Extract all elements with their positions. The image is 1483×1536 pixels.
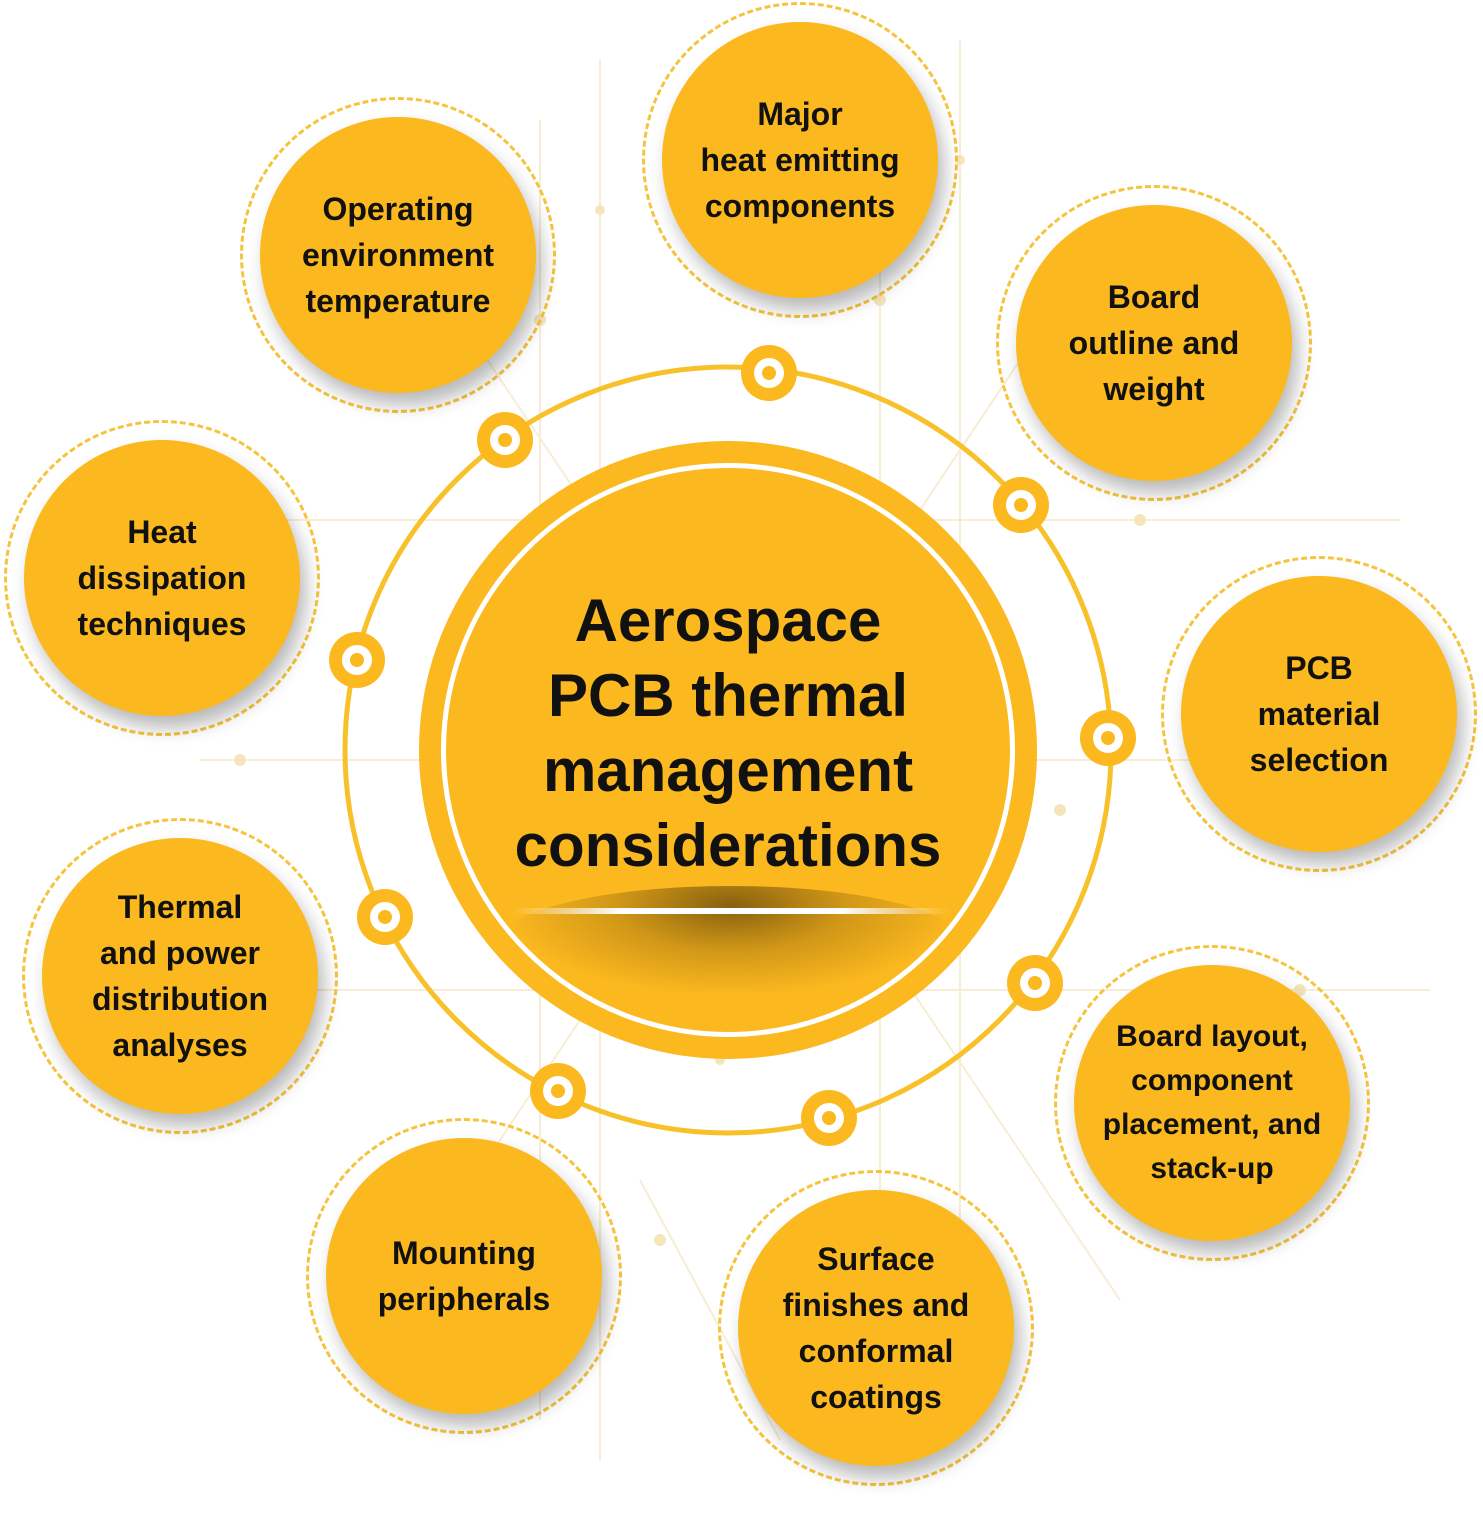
orbit-markers (329, 345, 1136, 1146)
orbit-marker (1080, 710, 1136, 766)
orbit-marker (993, 477, 1049, 533)
node-mounting: Mounting peripherals (326, 1138, 602, 1414)
node-ring (718, 1170, 1034, 1486)
orbit-marker (357, 889, 413, 945)
orbit-marker (741, 345, 797, 401)
node-label: Board layout, component placement, and s… (1102, 1020, 1322, 1185)
node-board-layout: Board layout, component placement, and s… (1074, 965, 1350, 1241)
orbit-marker (530, 1063, 586, 1119)
hub-shadow (501, 886, 961, 996)
node-ring (996, 185, 1312, 501)
node-board-outline: Board outline and weight (1016, 205, 1292, 481)
hub-inner-circle (441, 463, 1015, 1037)
node-ring (4, 420, 320, 736)
node-major-heat: Major heat emitting components (662, 22, 938, 298)
node-ring (642, 2, 958, 318)
node-label: Heat dissipation techniques (77, 514, 247, 642)
node-ring (1054, 945, 1370, 1261)
node-label: Mounting peripherals (377, 1235, 551, 1317)
node-label: Operating environment temperature (301, 191, 495, 319)
orbit-marker (477, 412, 533, 468)
node-label: Board outline and weight (1068, 279, 1240, 407)
node-ring (1161, 556, 1477, 872)
hub-title: Aerospace PCB thermal management conside… (514, 587, 942, 879)
orbit-marker (801, 1090, 857, 1146)
orbit-marker (1007, 955, 1063, 1011)
node-surface-finishes: Surface finishes and conformal coatings (738, 1190, 1014, 1466)
hub-divider-line (511, 908, 951, 914)
node-label: Surface finishes and conformal coatings (782, 1241, 970, 1415)
node-thermal-power: Thermal and power distribution analyses (42, 838, 318, 1114)
node-label: PCB material selection (1249, 650, 1389, 778)
node-heat-dissipation: Heat dissipation techniques (24, 440, 300, 716)
node-ring (22, 818, 338, 1134)
node-ring (306, 1118, 622, 1434)
orbit-marker (329, 632, 385, 688)
node-operating-env: Operating environment temperature (260, 117, 536, 393)
node-pcb-material: PCB material selection (1181, 576, 1457, 852)
node-label: Thermal and power distribution analyses (92, 889, 268, 1063)
node-ring (240, 97, 556, 413)
node-label: Major heat emitting components (700, 96, 900, 224)
